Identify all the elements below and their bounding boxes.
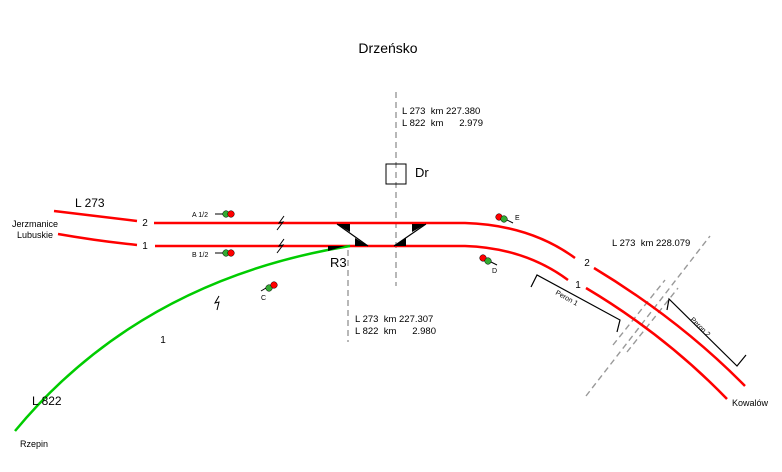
track-number: 1 <box>575 280 581 291</box>
signal-e-icon <box>495 213 514 224</box>
track-number: 2 <box>142 218 148 229</box>
signal-b-icon <box>215 249 235 257</box>
platform-1-label: Peron 1 <box>554 290 579 308</box>
signal-label: E <box>515 215 520 222</box>
destination-west: Jerzmanice <box>12 219 58 229</box>
signal-label: B 1/2 <box>192 252 208 259</box>
signal-d-icon <box>479 254 498 266</box>
track-2-station <box>154 221 576 260</box>
km-marker: L 273 km 227.380 <box>402 106 480 117</box>
platform-2 <box>666 297 747 367</box>
track-number: 1 <box>142 241 148 252</box>
track-2-east <box>593 266 746 387</box>
destination-west-2: Lubuskie <box>17 230 53 240</box>
signal-label: D <box>492 268 497 275</box>
signal-label: C <box>261 295 266 302</box>
switch-marker <box>328 246 345 251</box>
junction-label: R3 <box>330 255 347 270</box>
level-crossing-edge <box>612 279 666 346</box>
km-marker-crossing: L 273 km 228.079 <box>612 238 690 249</box>
lightning-icon <box>276 215 285 231</box>
switch-marker <box>394 238 406 246</box>
destination-east: Kowalów <box>732 398 769 408</box>
track-1-west <box>57 232 138 247</box>
track-1-east <box>585 286 728 400</box>
post-label: Dr <box>415 165 429 180</box>
lightning-icon <box>213 295 220 311</box>
track-l822 <box>14 244 351 432</box>
signal-label: A 1/2 <box>192 212 208 219</box>
km-marker: L 273 km 227.307 <box>355 314 433 325</box>
track-number: 1 <box>160 335 166 346</box>
lightning-icon <box>276 238 285 254</box>
km-marker: L 822 km 2.980 <box>355 326 436 337</box>
crossover-line <box>393 223 427 247</box>
track-1-station <box>155 244 569 282</box>
line-l273-label: L 273 <box>75 196 105 210</box>
station-name: Drzeńsko <box>358 40 417 56</box>
station-building-icon <box>385 163 407 185</box>
signal-c-icon <box>260 281 278 292</box>
track-number: 2 <box>584 258 590 269</box>
km-marker: L 822 km 2.979 <box>402 118 483 129</box>
crossover-line <box>336 223 369 247</box>
level-crossing-edge <box>626 287 679 353</box>
signal-a-icon <box>215 210 235 218</box>
line-l822-label: L 822 <box>32 394 62 408</box>
track-2-west <box>53 209 138 223</box>
platform-1 <box>530 274 621 333</box>
destination-south: Rzepin <box>20 439 48 449</box>
level-crossing-axis <box>585 235 711 397</box>
switch-marker <box>355 238 368 246</box>
platform-2-label: Peron 2 <box>689 316 712 338</box>
